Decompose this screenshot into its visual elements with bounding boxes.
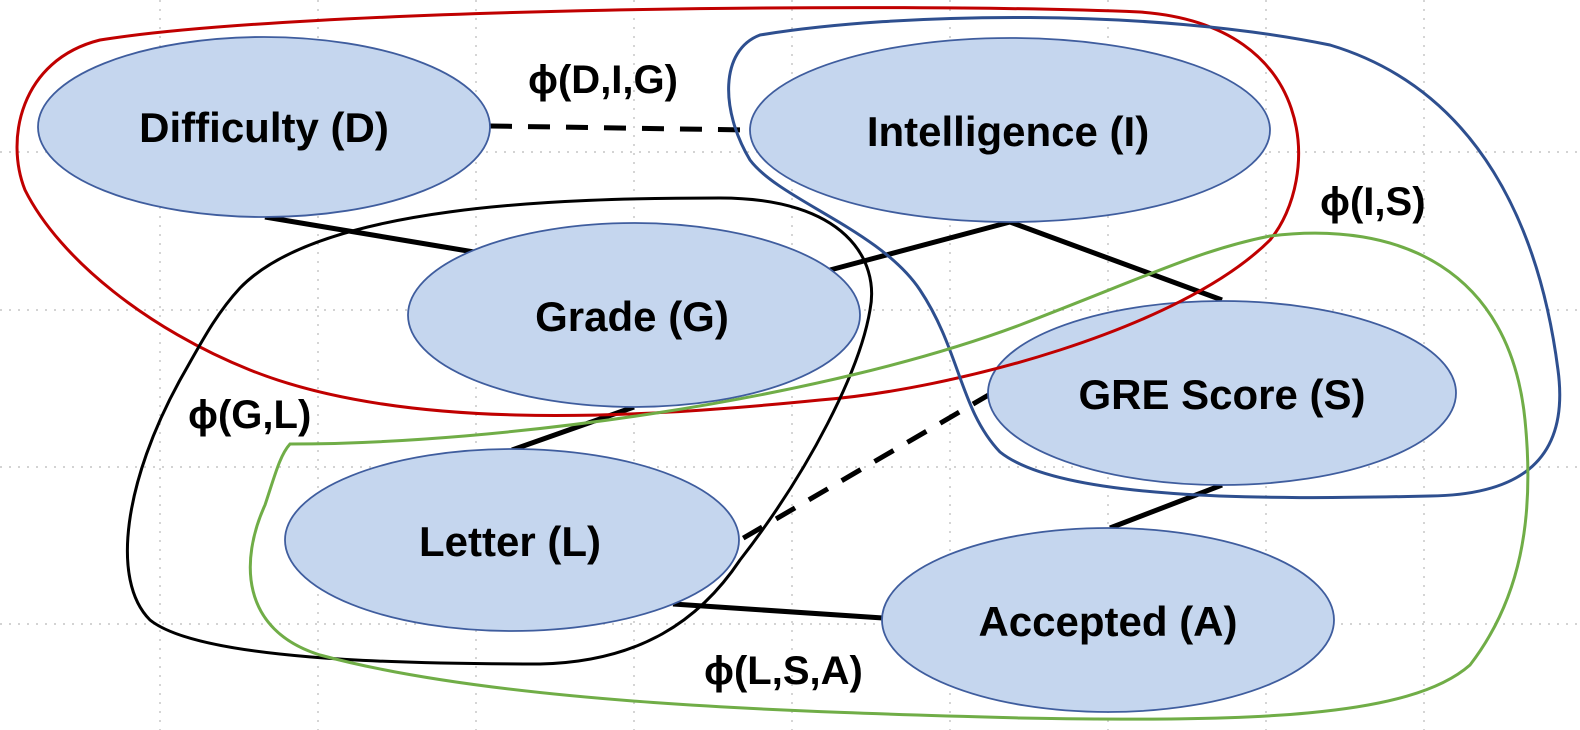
factor-label-lsa: ϕ(L,S,A) (704, 649, 863, 693)
factor-outline-is (727, 15, 1562, 500)
edge-difficulty-intelligence (489, 123, 749, 133)
edge-letter-accepted (672, 601, 884, 621)
node-grade (407, 222, 861, 408)
node-intelligence (749, 37, 1271, 223)
edge-gre-letter (738, 390, 994, 543)
edges (264, 123, 1223, 621)
node-letter (284, 448, 740, 632)
node-label-intelligence: Intelligence (I) (867, 108, 1149, 155)
edge-gre-accepted (1109, 482, 1223, 531)
factor-outline-lsa (248, 231, 1530, 721)
node-label-difficulty: Difficulty (D) (139, 104, 389, 151)
node-gre-score (987, 300, 1457, 486)
node-label-grade: Grade (G) (535, 293, 729, 340)
node-accepted (881, 527, 1335, 713)
edge-difficulty-grade (264, 214, 475, 255)
node-label-gre-score: GRE Score (S) (1078, 371, 1365, 418)
factor-label-dig: ϕ(D,I,G) (528, 58, 678, 102)
edge-intelligence-grade (829, 219, 1011, 273)
factor-label-gl: ϕ(G,L) (188, 393, 311, 437)
factor-outline-dig (15, 6, 1301, 417)
edge-intelligence-gre (1009, 219, 1223, 303)
nodes (37, 36, 1457, 713)
factor-label-is: ϕ(I,S) (1320, 180, 1426, 224)
node-label-accepted: Accepted (A) (978, 598, 1237, 645)
node-difficulty (37, 36, 491, 218)
factor-outline-gl (126, 196, 874, 666)
node-label-letter: Letter (L) (419, 518, 601, 565)
